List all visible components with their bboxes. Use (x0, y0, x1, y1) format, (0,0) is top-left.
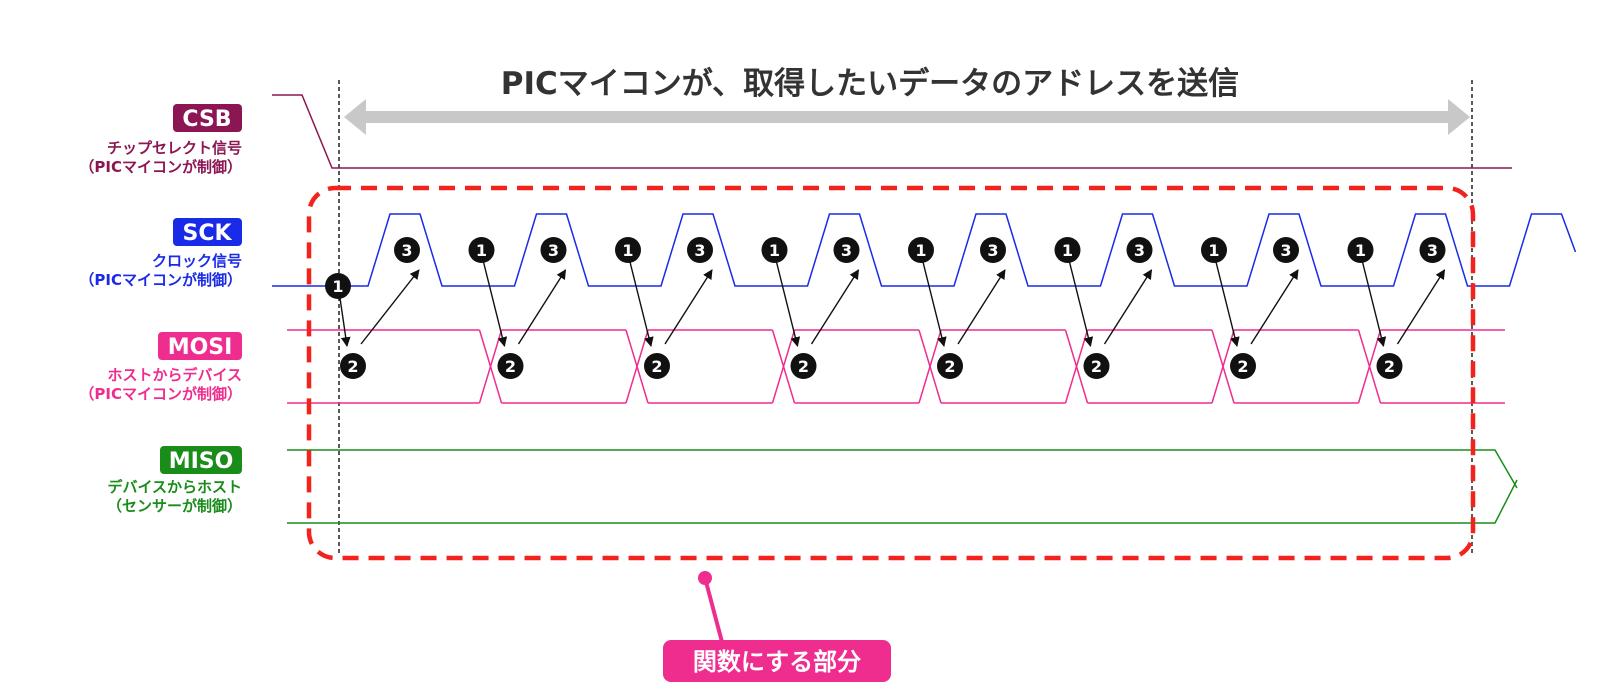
step-2-marker: 2 (790, 353, 817, 379)
step-3-marker: 3 (687, 237, 713, 263)
callout-box (663, 640, 891, 682)
step-arrow (957, 269, 1006, 345)
callout: 関数にする部分 (663, 571, 891, 682)
sck-waveform (272, 213, 1577, 287)
step-arrows (339, 261, 1446, 347)
svg-text:2: 2 (1384, 357, 1395, 376)
step-3-marker: 3 (394, 237, 420, 263)
step-1-marker: 1 (468, 237, 495, 263)
step-arrow (1361, 261, 1387, 347)
svg-text:1: 1 (622, 241, 633, 260)
signal-label-sck: SCK クロック信号 （PICマイコンが制御） (79, 218, 242, 289)
step-1-marker: 1 (761, 237, 788, 263)
step-3-marker: 3 (833, 237, 860, 263)
csb-name: CSB (182, 107, 231, 132)
svg-text:3: 3 (401, 241, 412, 260)
step-1-marker: 1 (1054, 237, 1081, 263)
step-arrow (629, 261, 654, 347)
step-3-marker: 3 (980, 237, 1006, 263)
mosi-name: MOSI (168, 335, 233, 360)
svg-text:2: 2 (944, 357, 955, 376)
svg-text:1: 1 (476, 241, 487, 260)
svg-text:1: 1 (1355, 241, 1366, 260)
step-1-marker: 1 (325, 273, 351, 299)
miso-controller: （センサーが制御） (107, 497, 242, 515)
svg-text:1: 1 (1208, 241, 1219, 260)
step-2-marker: 2 (497, 353, 524, 379)
step-2-marker: 2 (644, 353, 670, 379)
svg-text:2: 2 (798, 357, 809, 376)
step-arrow (360, 269, 420, 345)
csb-badge (173, 104, 242, 132)
sck-desc: クロック信号 (152, 252, 242, 270)
svg-text:3: 3 (548, 241, 559, 260)
step-arrow (1103, 269, 1153, 345)
step-arrow (664, 269, 713, 345)
callout-text: 関数にする部分 (693, 648, 861, 676)
svg-text:3: 3 (987, 241, 998, 260)
svg-text:3: 3 (1134, 241, 1145, 260)
svg-text:3: 3 (1427, 241, 1438, 260)
miso-desc: デバイスからホスト (107, 478, 242, 496)
svg-text:3: 3 (1280, 241, 1291, 260)
function-part-box (306, 185, 1476, 561)
mosi-badge (158, 332, 242, 360)
csb-waveform (272, 94, 1512, 169)
step-arrow (1250, 269, 1299, 345)
step-1-marker: 1 (908, 237, 934, 263)
svg-text:2: 2 (505, 357, 516, 376)
mosi-waveform (287, 329, 1505, 404)
svg-text:1: 1 (332, 277, 343, 296)
step-arrow (517, 269, 567, 345)
step-2-marker: 2 (1230, 353, 1256, 379)
step-3-marker: 3 (1126, 237, 1153, 263)
step-3-marker: 3 (540, 237, 567, 263)
step-3-marker: 3 (1273, 237, 1299, 263)
step-arrow (1068, 261, 1094, 347)
svg-text:2: 2 (347, 357, 358, 376)
step-2-marker: 2 (937, 353, 963, 379)
signal-label-mosi: MOSI ホストからデバイス （PICマイコンが制御） (79, 332, 242, 403)
mosi-desc: ホストからデバイス (107, 366, 242, 384)
svg-text:2: 2 (1237, 357, 1248, 376)
callout-pin-line (703, 577, 724, 643)
step-3-marker: 3 (1419, 237, 1446, 263)
step-arrow (775, 261, 801, 347)
step-2-marker: 2 (1083, 353, 1110, 379)
step-1-marker: 1 (1347, 237, 1374, 263)
transfer-span-arrow (344, 99, 1470, 135)
step-2-marker: 2 (1376, 353, 1403, 379)
svg-text:1: 1 (915, 241, 926, 260)
mosi-controller: （PICマイコンが制御） (79, 385, 242, 403)
step-arrow (1396, 269, 1446, 345)
step-arrow (810, 269, 860, 345)
svg-text:3: 3 (841, 241, 852, 260)
sck-name: SCK (182, 221, 232, 246)
csb-desc: チップセレクト信号 (107, 139, 242, 157)
svg-text:2: 2 (1091, 357, 1102, 376)
diagram-title: PICマイコンが、取得したいデータのアドレスを送信 (501, 66, 1239, 102)
svg-text:1: 1 (769, 241, 780, 260)
miso-badge (160, 446, 242, 474)
step-1-marker: 1 (1201, 237, 1227, 263)
signal-label-csb: CSB チップセレクト信号 （PICマイコンが制御） (79, 104, 242, 176)
step-arrow (339, 297, 351, 347)
sck-controller: （PICマイコンが制御） (79, 271, 242, 289)
step-arrow (482, 261, 508, 347)
svg-text:3: 3 (694, 241, 705, 260)
step-1-marker: 1 (615, 237, 641, 263)
step-markers: 1 2 3 1 2 3 1 2 3 1 2 3 1 2 3 1 2 3 1 2 3 1 2 3 (325, 237, 1446, 379)
signal-label-miso: MISO デバイスからホスト （センサーが制御） (107, 446, 242, 515)
step-arrow (1215, 261, 1240, 347)
miso-waveform (287, 449, 1518, 524)
step-2-marker: 2 (340, 353, 366, 379)
csb-controller: （PICマイコンが制御） (79, 158, 242, 176)
svg-text:1: 1 (1062, 241, 1073, 260)
step-arrow (922, 261, 947, 347)
sck-badge (173, 218, 242, 246)
svg-text:2: 2 (651, 357, 662, 376)
miso-name: MISO (169, 449, 234, 474)
